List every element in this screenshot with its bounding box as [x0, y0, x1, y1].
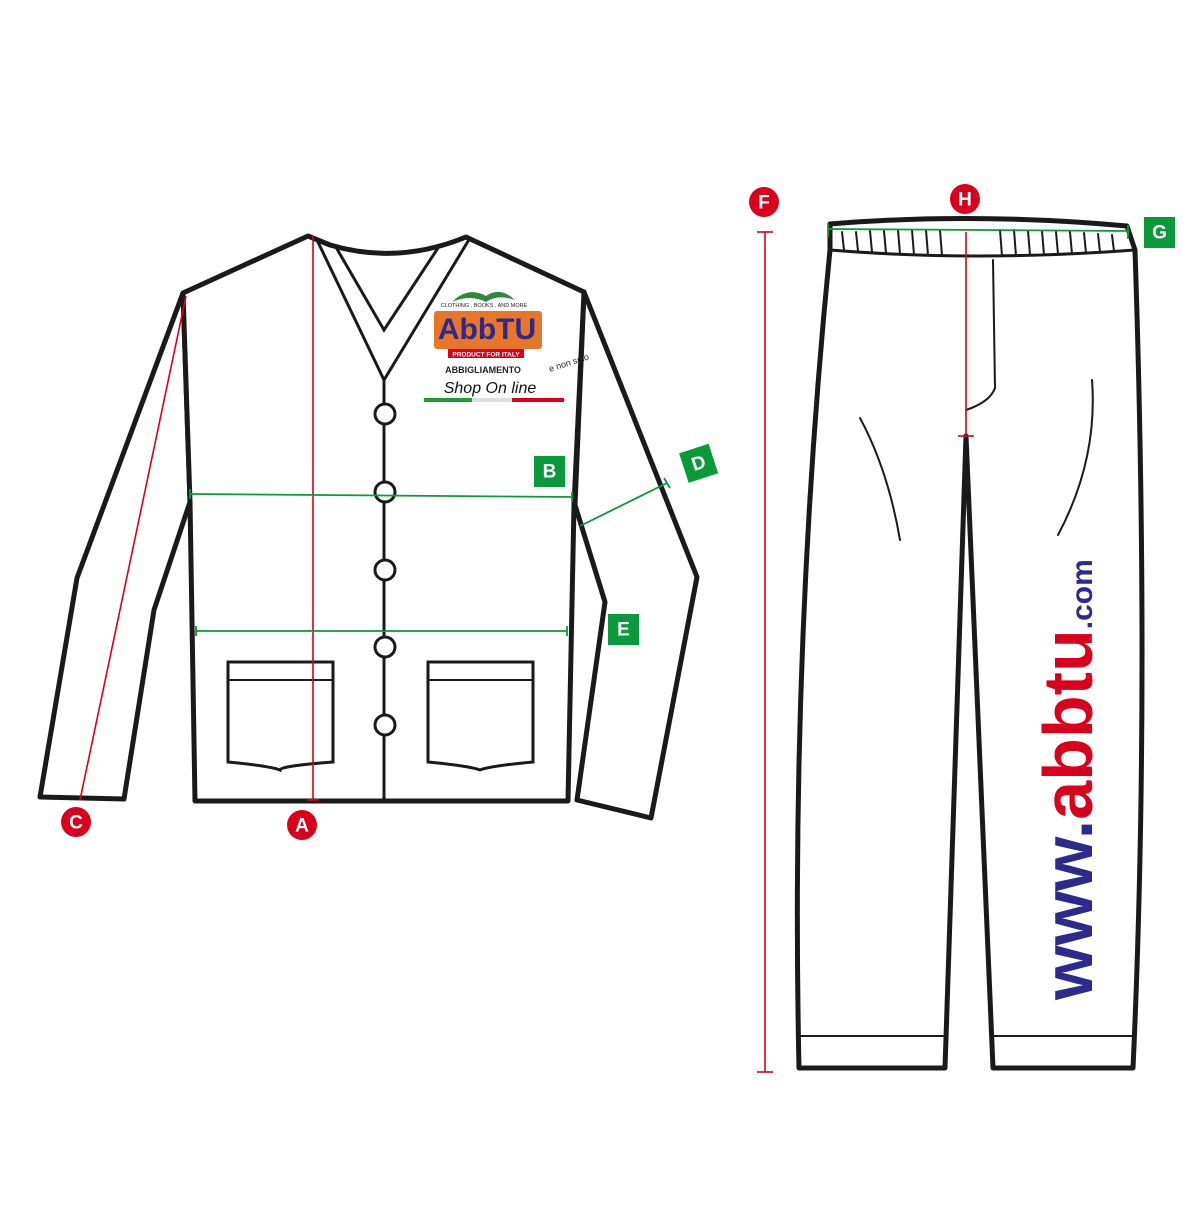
marker-d-label: D [689, 452, 709, 476]
jacket-button [373, 480, 397, 504]
measure-line-f [757, 231, 773, 1073]
jacket [37, 233, 700, 821]
trousers-fly [965, 259, 997, 411]
jacket-button [373, 558, 397, 582]
logo-brand: AbbTU [438, 313, 536, 346]
watermark-www: www. [1029, 820, 1107, 1001]
marker-b: B [534, 456, 565, 487]
measure-line-a [307, 236, 319, 801]
marker-e-label: E [617, 620, 630, 641]
logo-flag-red [512, 398, 564, 402]
waistband-gathers [841, 229, 1115, 257]
jacket-button [373, 635, 397, 659]
jacket-right-sleeve [572, 289, 700, 821]
trousers-waistband [828, 248, 1137, 258]
marker-b-label: B [543, 462, 557, 483]
trousers-right-crease [1057, 379, 1094, 536]
brand-logo: CLOTHING , BOOKS , AND MORE AbbTU PRODUC… [424, 291, 590, 402]
jacket-button [373, 713, 397, 737]
svg-text:www.abbtu.com: www.abbtu.com [1029, 559, 1107, 1001]
marker-c-label: C [69, 813, 83, 834]
marker-h-label: H [958, 190, 972, 211]
trousers-outline [794, 215, 1145, 1071]
website-watermark: www.abbtu.com [1029, 559, 1107, 1001]
measure-line-b [189, 489, 573, 502]
marker-a-label: A [295, 816, 309, 837]
marker-g: G [1144, 217, 1175, 248]
watermark-name: abbtu [1029, 629, 1107, 820]
measure-line-h [958, 232, 974, 437]
measure-line-g [827, 223, 1129, 239]
marker-f-label: F [758, 193, 770, 214]
measure-line-e [195, 626, 568, 636]
marker-c: C [61, 807, 91, 837]
jacket-left-sleeve [37, 290, 193, 802]
marker-h: H [950, 184, 980, 214]
measure-line-d [579, 477, 671, 527]
marker-a: A [287, 810, 317, 840]
logo-flag-white [472, 398, 512, 402]
logo-shop: Shop On line [444, 380, 537, 397]
marker-e: E [608, 614, 639, 645]
marker-f: F [749, 187, 779, 217]
logo-sub: ABBIGLIAMENTO [445, 365, 521, 375]
jacket-left-pocket [226, 660, 335, 773]
measure-line-c [79, 295, 187, 801]
jacket-collar-inner [335, 243, 442, 333]
logo-brand-block [434, 311, 542, 349]
marker-d: D [679, 443, 719, 483]
trousers [794, 215, 1145, 1071]
jacket-right-pocket [426, 660, 535, 772]
logo-ribbon-text: PRODUCT FOR ITALY [452, 352, 520, 359]
logo-ribbon [448, 349, 524, 358]
logo-flag-green [424, 398, 472, 402]
jacket-button [373, 402, 397, 426]
logo-top-line: CLOTHING , BOOKS , AND MORE [441, 303, 528, 309]
marker-g-label: G [1152, 223, 1167, 244]
logo-leaf-icon [452, 291, 515, 302]
watermark-tld: .com [1066, 559, 1099, 629]
trousers-left-crease [859, 417, 901, 541]
